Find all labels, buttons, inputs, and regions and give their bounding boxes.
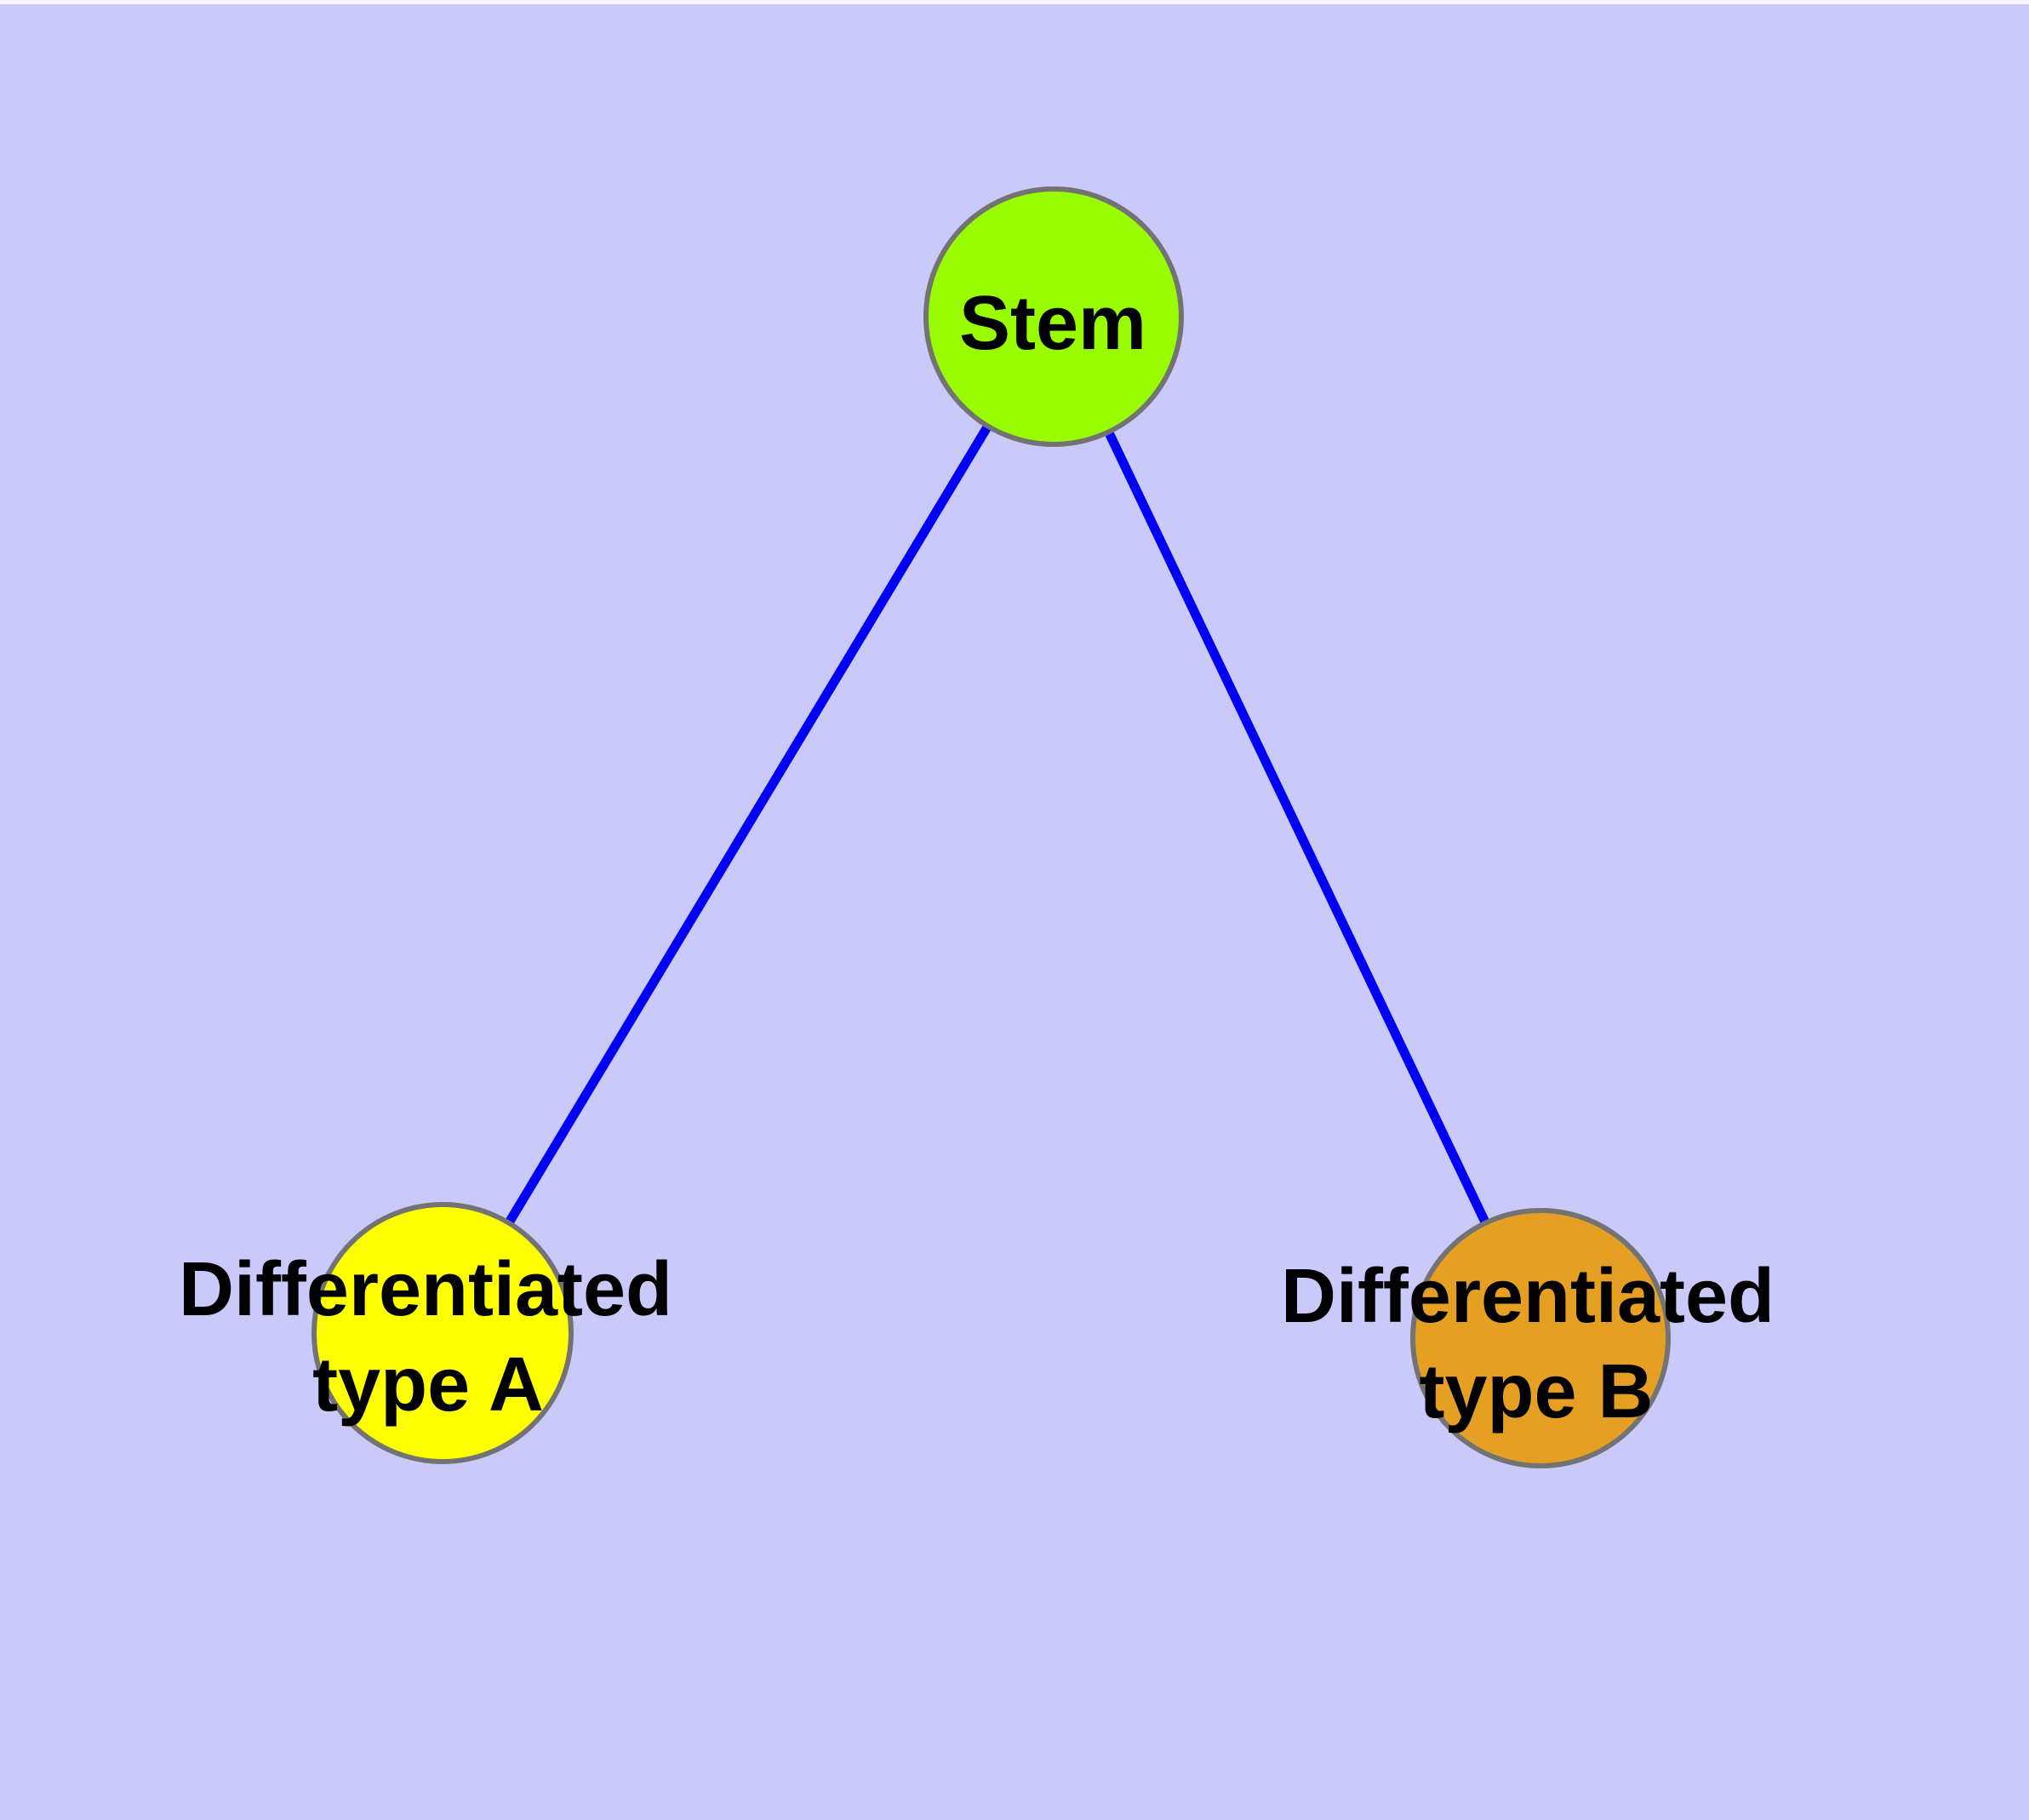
node-type-b-circle	[1410, 1208, 1671, 1468]
node-type-a-label-line2: type A	[312, 1342, 544, 1428]
node-stem-label: Stem	[959, 281, 1146, 366]
top-margin-strip	[0, 0, 2029, 4]
node-type-b-label-line1: Differentiated	[1281, 1254, 1775, 1339]
node-type-a-circle	[311, 1202, 574, 1464]
edge-stem-to-type-a	[437, 312, 1059, 1338]
edge-stem-to-type-b	[1049, 312, 1546, 1343]
node-type-b-label-line2: type B	[1419, 1349, 1653, 1434]
node-type-a-label-line1: Differentiated	[179, 1247, 672, 1332]
node-stem-circle	[923, 186, 1184, 447]
